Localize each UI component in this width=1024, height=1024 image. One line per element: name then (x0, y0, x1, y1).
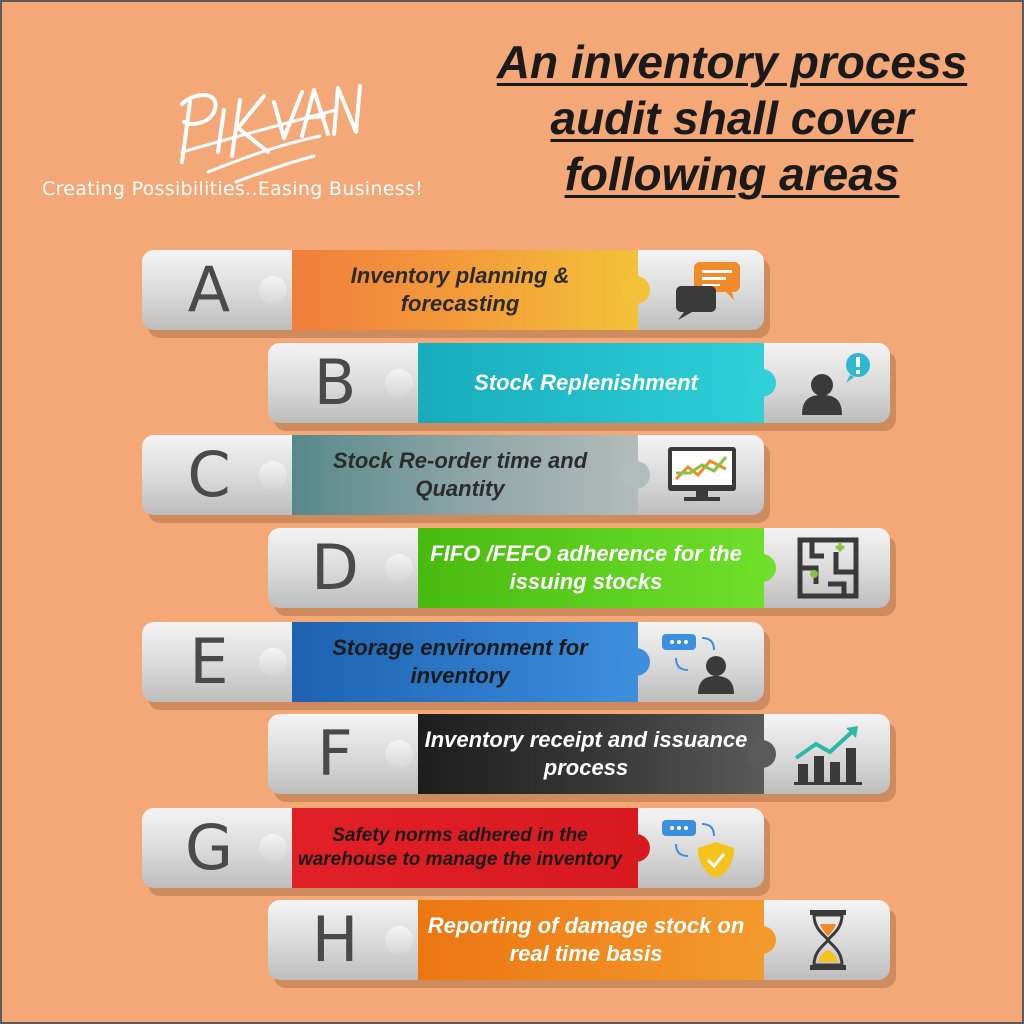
step-g-letter: G (184, 811, 234, 884)
title-line-3: following areas (564, 148, 900, 200)
monitor-chart-icon (654, 443, 750, 507)
tagline: Creating Possibilities..Easing Business! (42, 178, 424, 200)
step-c-letter: C (187, 438, 231, 511)
step-d-letter: D (311, 531, 359, 604)
step-e-band (268, 622, 640, 702)
step-h-label: Reporting of damage stock on real time b… (427, 913, 745, 966)
step-e-label: Storage environment for inventory (332, 635, 588, 688)
step-d: D FIFO /FEFO adherence for the issuing s… (268, 528, 896, 616)
step-g: G Safety norms adhered in the warehouse … (142, 808, 770, 896)
step-a-label: Inventory planning & forecasting (350, 263, 570, 316)
title-line-2: audit shall cover (550, 92, 914, 144)
chat-bubble-icon (654, 258, 750, 322)
maze-icon (780, 536, 876, 600)
step-b-band (394, 343, 766, 423)
page-title: An inventory process audit shall cover f… (452, 34, 1012, 202)
step-c-label: Stock Re-order time and Quantity (332, 448, 588, 501)
step-d-label: FIFO /FEFO adherence for the issuing sto… (430, 541, 742, 594)
step-c: C Stock Re-order time and Quantity (142, 435, 770, 523)
step-h-band (394, 900, 766, 980)
chat-person-icon (654, 630, 750, 694)
step-h: H Reporting of damage stock on real time… (268, 900, 896, 988)
hourglass-icon (780, 908, 876, 972)
step-e-letter: E (189, 625, 229, 698)
step-b-label: Stock Replenishment (474, 370, 698, 395)
step-b-letter: B (313, 346, 357, 419)
step-f: F Inventory receipt and issuance process (268, 714, 896, 802)
pikvan-logo (152, 52, 372, 192)
person-alert-icon (780, 351, 876, 415)
chat-shield-icon (654, 816, 750, 880)
step-f-label: Inventory receipt and issuance process (424, 727, 748, 780)
bar-chart-up-icon (780, 722, 876, 786)
step-c-band (268, 435, 640, 515)
step-f-band (394, 714, 766, 794)
step-b: B Stock Replenishment (268, 343, 896, 431)
title-line-1: An inventory process (496, 36, 968, 88)
step-h-letter: H (311, 903, 359, 976)
step-g-band (268, 808, 640, 888)
step-g-label: Safety norms adhered in the warehouse to… (297, 825, 623, 870)
step-f-letter: F (317, 717, 353, 790)
step-e: E Storage environment for inventory (142, 622, 770, 710)
logo-signature-graphic (180, 84, 362, 184)
step-a-band (268, 250, 640, 330)
step-a-letter: A (187, 253, 231, 326)
step-d-band (394, 528, 766, 608)
step-a: A Inventory planning & forecasting (142, 250, 770, 338)
